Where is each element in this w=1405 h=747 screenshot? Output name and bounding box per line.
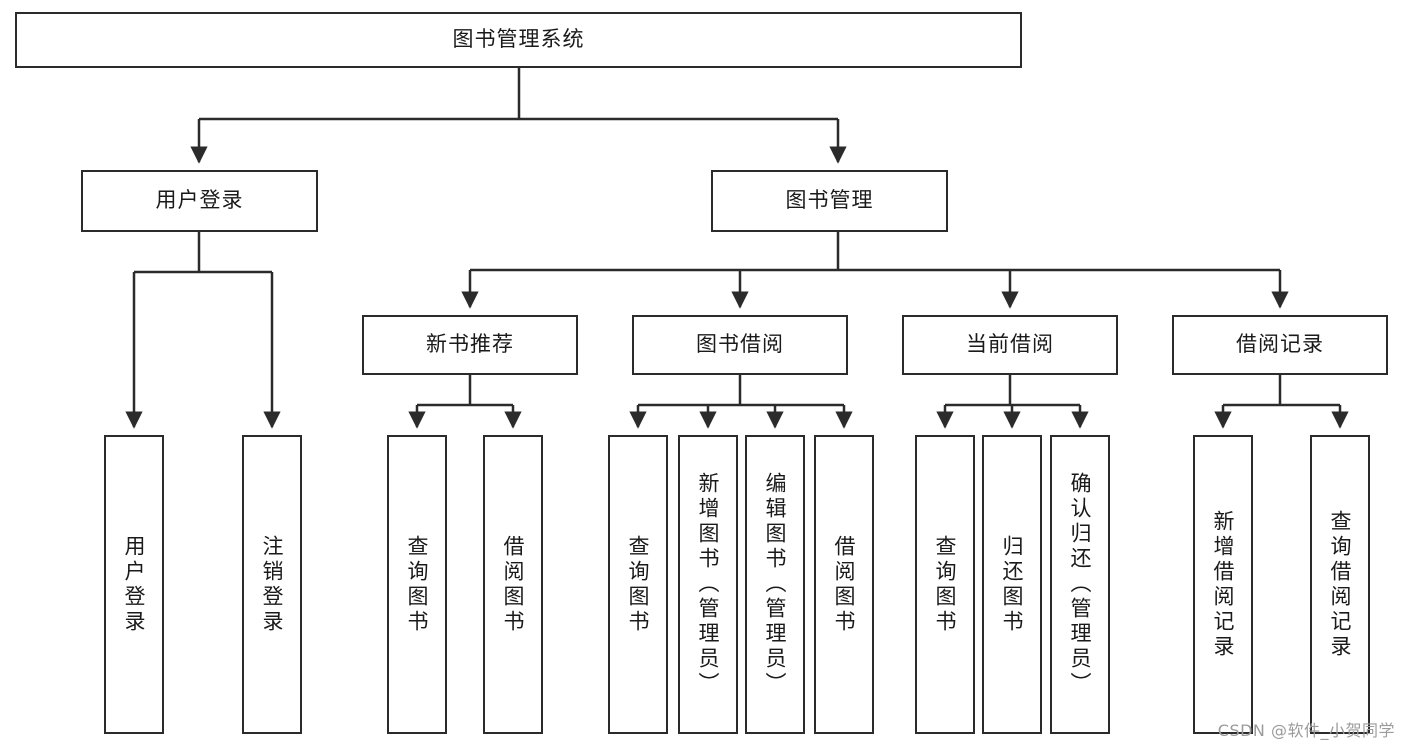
node-leaf-borrow-book-2-label: 借阅图书 <box>832 534 857 635</box>
node-new-book-rec[interactable]: 新书推荐 <box>362 315 578 375</box>
node-leaf-add-record[interactable]: 新增借阅记录 <box>1193 435 1253 734</box>
node-leaf-confirm-return-label: 确认归还（管理员） <box>1068 472 1093 697</box>
node-leaf-add-book-label: 新增图书（管理员） <box>696 472 721 697</box>
node-leaf-edit-book-label: 编辑图书（管理员） <box>763 472 788 697</box>
node-leaf-return-book[interactable]: 归还图书 <box>982 435 1042 734</box>
node-leaf-logout-label: 注销登录 <box>260 534 285 635</box>
node-new-book-rec-label: 新书推荐 <box>426 332 514 357</box>
node-user-login-label: 用户登录 <box>155 188 244 213</box>
node-leaf-return-book-label: 归还图书 <box>1000 534 1025 635</box>
node-leaf-query-book-3[interactable]: 查询图书 <box>915 435 975 734</box>
node-leaf-query-book-2[interactable]: 查询图书 <box>608 435 668 734</box>
node-leaf-query-book-1[interactable]: 查询图书 <box>387 435 447 734</box>
node-current-borrow[interactable]: 当前借阅 <box>902 315 1118 375</box>
node-leaf-borrow-book-2[interactable]: 借阅图书 <box>814 435 874 734</box>
node-leaf-user-login-label: 用户登录 <box>122 534 147 635</box>
node-leaf-user-login[interactable]: 用户登录 <box>104 435 164 734</box>
node-user-login[interactable]: 用户登录 <box>81 170 318 232</box>
node-leaf-confirm-return[interactable]: 确认归还（管理员） <box>1050 435 1110 734</box>
node-leaf-query-record[interactable]: 查询借阅记录 <box>1310 435 1370 734</box>
node-borrow-record[interactable]: 借阅记录 <box>1172 315 1388 375</box>
node-leaf-borrow-book-1[interactable]: 借阅图书 <box>483 435 543 734</box>
node-book-borrow[interactable]: 图书借阅 <box>632 315 848 375</box>
node-leaf-query-book-2-label: 查询图书 <box>626 534 651 635</box>
node-root[interactable]: 图书管理系统 <box>15 12 1022 68</box>
node-current-borrow-label: 当前借阅 <box>966 332 1054 357</box>
watermark: CSDN @软件_小贺同学 <box>1217 721 1395 740</box>
node-book-borrow-label: 图书借阅 <box>696 332 784 357</box>
node-root-label: 图书管理系统 <box>452 27 585 52</box>
node-leaf-logout[interactable]: 注销登录 <box>242 435 302 734</box>
node-leaf-add-record-label: 新增借阅记录 <box>1211 509 1236 660</box>
node-leaf-add-book[interactable]: 新增图书（管理员） <box>678 435 738 734</box>
node-leaf-query-record-label: 查询借阅记录 <box>1328 509 1353 660</box>
node-book-manage-label: 图书管理 <box>785 188 874 213</box>
node-leaf-borrow-book-1-label: 借阅图书 <box>501 534 526 635</box>
node-leaf-edit-book[interactable]: 编辑图书（管理员） <box>745 435 805 734</box>
node-leaf-query-book-3-label: 查询图书 <box>933 534 958 635</box>
node-leaf-query-book-1-label: 查询图书 <box>405 534 430 635</box>
node-borrow-record-label: 借阅记录 <box>1236 332 1324 357</box>
node-book-manage[interactable]: 图书管理 <box>711 170 948 232</box>
